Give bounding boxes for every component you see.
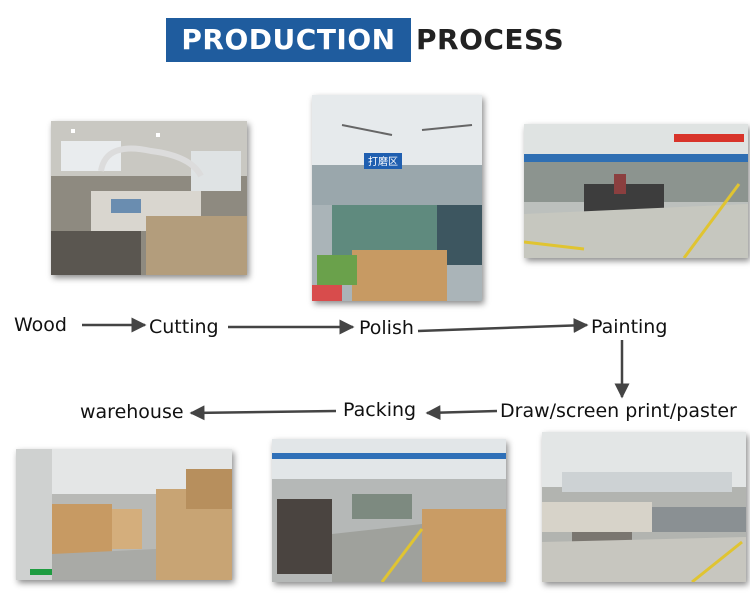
step-polish: Polish [359,317,414,339]
photo-warehouse [16,449,232,580]
step-cutting: Cutting [149,316,219,338]
page-title: PRODUCTION PROCESS [0,18,750,62]
step-painting: Painting [591,316,668,338]
step-draw-print-paster: Draw/screen print/paster [500,400,737,422]
photo-painting [524,124,748,258]
photo-polish: 打磨区 [312,95,482,301]
polish-area-sign: 打磨区 [368,155,398,168]
step-packing: Packing [343,399,417,421]
title-highlight: PRODUCTION [166,18,411,62]
photo-packing [272,439,506,582]
arrow-draw-packing [425,405,498,421]
arrow-packing-warehouse [189,405,337,421]
photo-cutting [51,121,247,275]
title-rest: PROCESS [416,23,565,56]
arrow-polish-painting [417,317,589,333]
step-warehouse: warehouse [80,401,184,423]
step-wood: Wood [14,314,67,336]
photo-printing [542,432,746,582]
